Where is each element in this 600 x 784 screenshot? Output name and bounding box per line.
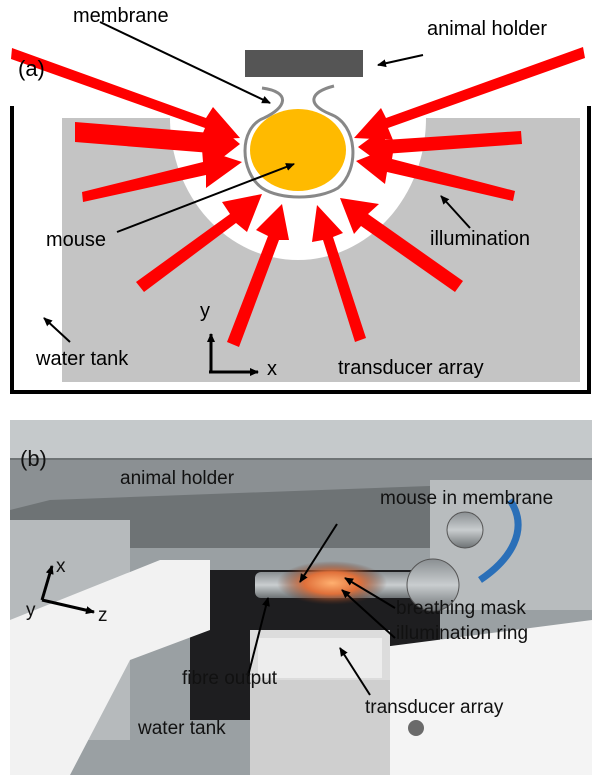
axis-x-arrow-b (40, 565, 54, 601)
axis-z-arrow-b (41, 598, 95, 615)
animal-holder-callout (377, 54, 424, 68)
panel-b-tag: (b) (20, 446, 47, 471)
label-water-tank-b: water tank (138, 718, 226, 739)
animal-holder-bar (245, 50, 363, 77)
mouse-callout (116, 163, 295, 233)
illumination-arrow (354, 47, 585, 140)
mouse-glow (277, 561, 387, 605)
photo-panel-b: (b) animal holder mouse in membrane brea… (10, 420, 592, 775)
membrane-callout (99, 21, 271, 104)
illumination-arrow (82, 149, 242, 202)
label-mouse-in-membrane: mouse in membrane (380, 488, 554, 509)
illumination-arrow (358, 127, 522, 166)
label-fibre-output: fibre output (182, 668, 278, 689)
axis-x-label: x (267, 358, 277, 380)
illumination-arrows (11, 47, 585, 347)
illumination-ring-callout (341, 589, 396, 639)
illumination-arrow (227, 204, 289, 347)
mouse-callout-b (299, 523, 338, 583)
illumination-arrow (11, 48, 240, 140)
schematic-panel-a: (a) membrane animal holder mouse illumin… (10, 5, 591, 394)
axis-y-label: y (200, 300, 210, 322)
illumination-arrow (136, 194, 262, 292)
water-tank-outline (10, 106, 591, 394)
label-animal-holder: animal holder (427, 18, 548, 40)
label-illumination-ring: illumination ring (396, 623, 529, 644)
label-animal-holder-b: animal holder (120, 468, 235, 489)
illumination-callout (440, 195, 471, 229)
illumination-arrow (340, 198, 463, 292)
breathing-mask-callout (344, 577, 396, 609)
axis-z-label-b: z (98, 605, 108, 626)
axis-x-label-b: x (56, 556, 66, 577)
breathing-mask-part (406, 558, 460, 612)
screw (408, 720, 424, 736)
illumination-arrow (312, 205, 366, 342)
blue-tube (478, 498, 522, 583)
photo-illustration (10, 420, 592, 775)
transducer-array-callout (339, 647, 371, 696)
fibre-output-callout (247, 597, 270, 677)
label-transducer-array: transducer array (338, 357, 484, 379)
label-transducer-array-b: transducer array (365, 697, 504, 718)
label-breathing-mask: breathing mask (396, 598, 526, 619)
label-mouse: mouse (46, 229, 107, 251)
label-illumination: illumination (430, 228, 531, 250)
illumination-arrow (75, 122, 240, 165)
axis-y-label-b: y (26, 600, 36, 621)
schematic-drawing (10, 21, 591, 394)
water-tank-callout (43, 317, 71, 343)
label-water-tank: water tank (36, 348, 129, 370)
illumination-arrow (356, 146, 515, 201)
panel-a-tag: (a) (18, 56, 45, 81)
mouse-shape (250, 109, 346, 191)
label-membrane: membrane (73, 5, 169, 27)
water-tank-structure (10, 560, 210, 775)
